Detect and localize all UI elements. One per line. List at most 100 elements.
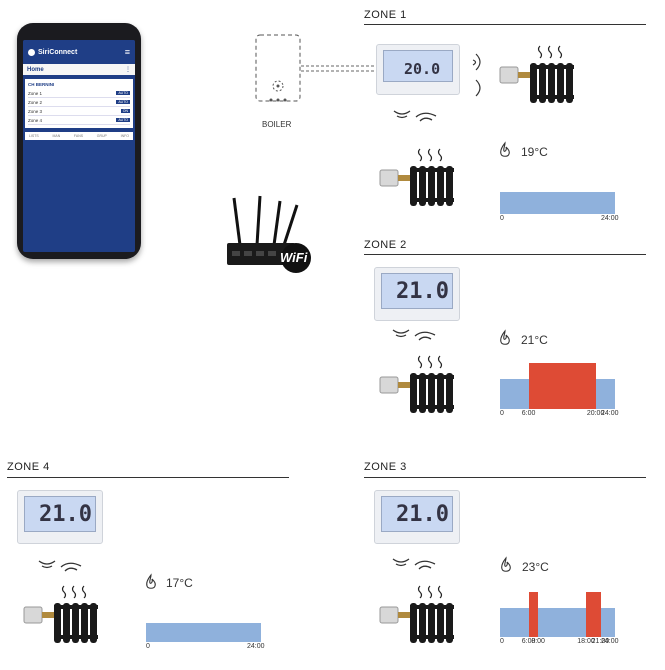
zone4-schedule-chart: 0 24:00	[146, 613, 265, 651]
flame-icon	[146, 573, 156, 589]
schedule-tick-label: 6:00	[521, 410, 536, 417]
schedule-on-bar	[586, 592, 601, 637]
phone-tab[interactable]: INFO	[120, 134, 129, 138]
schedule-tick-label: 0	[500, 410, 504, 417]
zone4-temp: 17°C	[166, 576, 193, 590]
radiator-icon	[499, 45, 574, 103]
schedule-tick-label: 24:00	[247, 643, 265, 650]
zone4-flame-icon	[145, 573, 157, 590]
zone3-thermostat-display: 21.0	[381, 496, 453, 532]
zone1-radiator-top	[499, 45, 580, 107]
phone-tab[interactable]: FANS	[73, 134, 84, 138]
zone2-thermostat: 21.0	[374, 267, 460, 321]
radiator-icon	[23, 585, 98, 643]
zone3-divider	[364, 477, 646, 478]
phone-screen: SiriConnect ≡ Home ⋮ CH BERNINI Zone 1 AU…	[23, 40, 135, 252]
schedule-tick-label: 18:00	[577, 638, 595, 645]
zone2-temp: 21°C	[521, 333, 548, 347]
zone3-wireless-icon	[392, 558, 436, 570]
schedule-off-bar	[500, 192, 615, 214]
radiator-icon	[379, 585, 454, 643]
zone3-flame-icon	[500, 556, 512, 573]
zone2-divider	[364, 254, 646, 255]
schedule-on-bar	[528, 592, 539, 637]
schedule-off-bar	[146, 623, 261, 642]
schedule-tick-label: 24:00	[601, 638, 619, 645]
zone1-schedule-chart: 0 24:00	[500, 180, 619, 223]
flame-icon	[501, 556, 511, 572]
zone3-thermostat: 21.0	[374, 490, 460, 544]
app-header: SiriConnect ≡	[23, 40, 135, 64]
zone2-display-value: 21.0	[396, 279, 449, 304]
schedule-tick-label: 0	[146, 643, 150, 650]
phone-zone-mode-badge[interactable]: AUTO	[116, 118, 130, 122]
zone4-title: ZONE 4	[7, 461, 50, 473]
boiler-label: BOILER	[262, 120, 292, 129]
phone-zone-label: Zone 4	[28, 117, 43, 123]
zone1-radiator	[379, 148, 460, 210]
schedule-tick-label: 21:00	[591, 638, 610, 645]
zone1-title: ZONE 1	[364, 9, 407, 21]
phone-tab[interactable]: MAN	[52, 134, 61, 138]
schedule-tick-label: 24:00	[601, 410, 619, 417]
phone-zone-mode-badge[interactable]: AUTO	[116, 100, 130, 104]
wifi-logo-label: WiFi	[280, 250, 308, 265]
phone-zone-mode-badge[interactable]: ON	[120, 109, 130, 113]
app-nav: Home ⋮	[23, 64, 135, 75]
schedule-tick-label: 20:00	[586, 410, 605, 417]
zone4-wireless-icon	[38, 560, 82, 572]
boiler-connection	[301, 65, 377, 72]
phone-zone-label: Zone 3	[28, 108, 43, 114]
phone-zone-row[interactable]: Zone 4 AUTO	[28, 116, 130, 125]
schedule-on-bar	[528, 363, 596, 409]
zone2-thermostat-display: 21.0	[381, 273, 453, 309]
zone1-signal-icon	[472, 53, 481, 97]
radiator-icon	[379, 355, 454, 413]
zone4-thermostat-display: 21.0	[24, 496, 96, 532]
boiler-icon	[255, 34, 301, 102]
zone1-temp: 19°C	[521, 145, 548, 159]
schedule-tick-label: 0	[500, 215, 504, 222]
zone1-thermostat-display: 20.0	[383, 50, 453, 82]
phone-tab[interactable]: GRUP	[96, 134, 107, 138]
zone2-wireless-icon	[392, 329, 436, 341]
boiler	[255, 34, 303, 106]
phone-zone-row[interactable]: Zone 3 ON	[28, 107, 130, 116]
phone-zone-label: Zone 1	[28, 90, 43, 96]
schedule-tick-label: 6:00	[521, 638, 536, 645]
more-icon[interactable]: ⋮	[125, 67, 131, 73]
bottom-tab-bar: LISTS MAN FANS GRUP INFO	[25, 132, 133, 140]
phone-zone-row[interactable]: Zone 2 AUTO	[28, 98, 130, 107]
app-name: SiriConnect	[38, 48, 78, 56]
zone3-temp: 23°C	[522, 560, 549, 574]
nav-home[interactable]: Home	[27, 66, 44, 73]
wifi-router-icon	[227, 195, 311, 273]
schedule-tick-label: 0	[500, 638, 504, 645]
zone1-flame-icon	[499, 141, 511, 158]
phone-zone-mode-badge[interactable]: AUTO	[116, 91, 130, 95]
section-title: CH BERNINI	[28, 82, 55, 87]
radiator-icon	[379, 148, 454, 206]
zone2-flame-icon	[499, 329, 511, 346]
flame-icon	[500, 141, 510, 157]
zone1-thermostat: 20.0	[376, 44, 460, 95]
zone4-divider	[7, 477, 289, 478]
zone3-display-value: 21.0	[396, 502, 449, 527]
app-logo-icon	[28, 48, 35, 56]
zone4-thermostat: 21.0	[17, 490, 103, 544]
zone3-title: ZONE 3	[364, 461, 407, 473]
zone4-display-value: 21.0	[39, 502, 92, 527]
hamburger-menu-icon[interactable]: ≡	[124, 47, 130, 57]
zone3-radiator	[379, 585, 460, 647]
schedule-tick-label: 24:00	[601, 215, 619, 222]
flame-icon	[500, 329, 510, 345]
phone-tab[interactable]: LISTS	[29, 134, 39, 138]
phone-zone-label: Zone 2	[28, 99, 43, 105]
zone1-divider	[364, 24, 646, 25]
phone-zone-row[interactable]: Zone 1 AUTO	[28, 89, 130, 98]
zone1-display-value: 20.0	[404, 60, 441, 78]
zone2-radiator	[379, 355, 460, 417]
